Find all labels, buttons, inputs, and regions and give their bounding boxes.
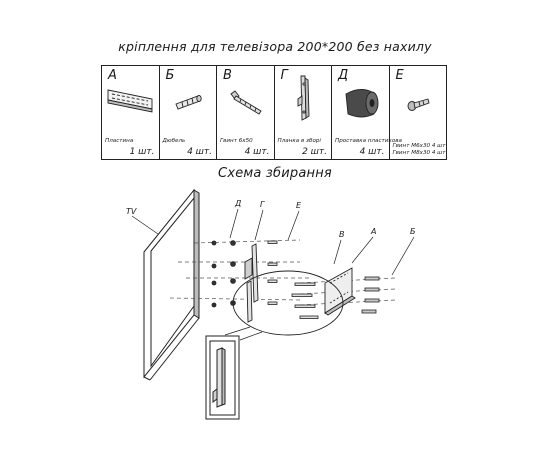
part-name: Дюбель [162, 138, 186, 144]
callout-b: Б [410, 227, 416, 236]
tv-panel [143, 188, 200, 381]
part-cell-a: А Пластина 1 шт. [102, 66, 160, 159]
part-cell-v: В Гвинт 6x50 4 шт. [217, 66, 275, 159]
detail-leader-left [224, 326, 251, 336]
bracket-icon [297, 75, 309, 121]
main-title: кріплення для телевізора 200*200 без нах… [118, 39, 432, 54]
callout-d: Д [234, 199, 241, 208]
parts-table: А Пластина 1 шт. Б Дюбель 4 шт. [101, 65, 447, 160]
part-quantity: 1 шт. [129, 147, 155, 157]
callout-e: Е [296, 201, 302, 210]
part-letter: Г [280, 68, 288, 83]
wall-screws [291, 276, 380, 319]
tv-label: TV [126, 207, 137, 216]
detail-ellipse [232, 270, 344, 336]
detail-inset [205, 335, 240, 420]
part-name: Планка в зборі [277, 138, 321, 144]
part-quantity: 4 шт. [187, 147, 212, 157]
spacer-icon [345, 89, 379, 118]
callout-v: В [339, 230, 345, 239]
assembly-axes [169, 239, 396, 306]
part-letter: В [223, 68, 232, 83]
plate-icon [107, 89, 153, 113]
part-name: Проставка пластикова [335, 138, 402, 144]
part-quantity: 4 шт. [359, 147, 385, 157]
part-name: Гвинт М6x30 4 шт [392, 143, 446, 149]
tv-leader-line [131, 215, 159, 235]
part-quantity: 2 шт. [302, 147, 327, 157]
bolt-icon [407, 98, 430, 111]
schema-title: Схема збирання [218, 166, 332, 181]
part-letter: А [108, 68, 117, 83]
part-cell-b: Б Дюбель 4 шт. [160, 66, 217, 159]
detail-leader-right [239, 331, 263, 341]
callout-g: Г [260, 200, 265, 209]
part-name: Гвинт 6x50 [220, 138, 253, 144]
spacers-and-screws [211, 240, 278, 308]
part-name: Пластина [105, 138, 134, 144]
part-letter: Д [338, 68, 349, 83]
screw-icon [230, 90, 262, 115]
brackets [244, 243, 259, 323]
callout-a: А [370, 227, 376, 236]
part-cell-g: Г Планка в зборі 2 шт. [275, 66, 332, 159]
part-quantity: 4 шт. [244, 147, 270, 157]
dowel-icon [174, 95, 202, 110]
part-letter: Б [165, 68, 175, 83]
part-name-secondary: Гвинт М8x30 4 шт [392, 150, 446, 156]
part-cell-e: Е Гвинт М6x30 4 шт Гвинт М8x30 4 шт [390, 66, 447, 159]
part-letter: Е [395, 68, 404, 83]
part-cell-d: Д Проставка пластикова 4 шт. [332, 66, 402, 159]
callout-leaders [229, 208, 415, 276]
assembly-diagram: TV [126, 188, 416, 420]
